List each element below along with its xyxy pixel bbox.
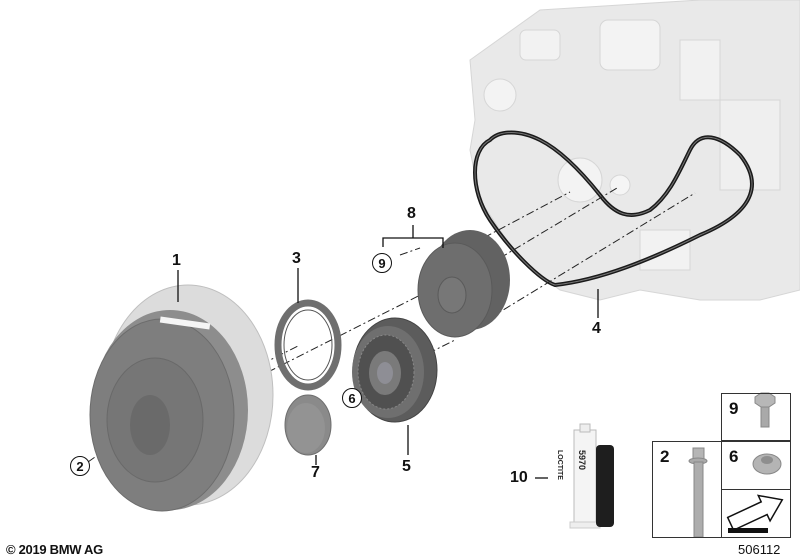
callout-8[interactable]: 8: [407, 205, 416, 222]
vibration-damper: [89, 284, 274, 512]
tensioning-pulley: [352, 317, 438, 423]
cover-cap: [284, 394, 332, 456]
legend-graphics: [688, 392, 784, 538]
callout-7[interactable]: 7: [311, 464, 320, 481]
callout-10[interactable]: 10: [510, 469, 528, 486]
sealant-tube: [569, 423, 614, 529]
sealant-brand-label: LOCTITE: [556, 450, 563, 480]
callout-4[interactable]: 4: [592, 320, 601, 337]
legend-label-6: 6: [729, 447, 739, 466]
legend-label-2: 2: [660, 447, 670, 466]
engine-block: [469, 0, 800, 301]
shaft-seal: [274, 299, 342, 391]
deflection-pulley: [417, 230, 510, 338]
copyright: © 2019 BMW AG: [6, 542, 103, 557]
callout-9-circled[interactable]: 9: [372, 253, 392, 273]
callout-2-circled[interactable]: 2: [70, 456, 90, 476]
diagram-number: 506112: [738, 542, 781, 557]
legend-box-9: [721, 393, 791, 441]
legend-box-arrow: [721, 489, 791, 538]
callout-1[interactable]: 1: [172, 252, 181, 269]
callout-3[interactable]: 3: [292, 250, 301, 267]
legend-label-9: 9: [729, 399, 739, 418]
sealant-number-label: 5970: [577, 450, 587, 471]
callout-6-circled[interactable]: 6: [342, 388, 362, 408]
callout-5[interactable]: 5: [402, 458, 411, 475]
